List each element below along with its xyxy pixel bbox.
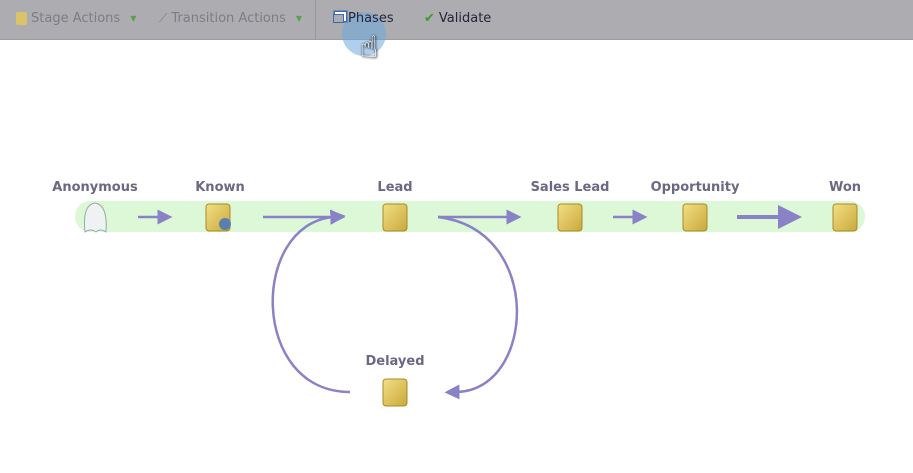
validate-button[interactable]: ✔ Validate: [424, 11, 491, 26]
click-highlight: [342, 12, 386, 56]
box-icon[interactable]: [382, 378, 408, 407]
dropdown-arrow-icon: ▼: [295, 14, 303, 23]
ghost-icon[interactable]: [84, 202, 107, 233]
stage-actions-label: Stage Actions: [31, 11, 121, 26]
check-icon: ✔: [424, 11, 435, 26]
stage-label-won: Won: [828, 180, 862, 195]
box-icon[interactable]: [832, 203, 858, 232]
toolbar-divider: [315, 0, 316, 39]
phases-icon: [333, 14, 344, 23]
hand-cursor-icon: ☝: [360, 30, 379, 65]
dropdown-arrow-icon: ▼: [130, 14, 137, 23]
phases-button[interactable]: Phases: [333, 11, 394, 26]
stage-label-opportunity: Opportunity: [650, 180, 740, 195]
stage-actions-button[interactable]: Stage Actions ▼: [16, 11, 136, 26]
box-icon[interactable]: [682, 203, 708, 232]
stage-label-anonymous: Anonymous: [52, 180, 138, 195]
people-icon: [219, 218, 231, 230]
box-icon: [16, 12, 27, 25]
stage-label-delayed: Delayed: [365, 354, 425, 369]
transition-actions-button[interactable]: ⟋ Transition Actions ▼: [159, 11, 302, 26]
stage-label-known: Known: [195, 180, 245, 195]
toolbar: Stage Actions ▼ ⟋ Transition Actions ▼ P…: [0, 0, 913, 56]
phases-label: Phases: [348, 11, 394, 26]
box-icon[interactable]: [557, 203, 583, 232]
transition-actions-label: Transition Actions: [171, 11, 286, 26]
delayed-to-lead-arrow[interactable]: [271, 209, 351, 394]
stage-label-sales-lead: Sales Lead: [530, 180, 610, 195]
box-icon[interactable]: [382, 203, 408, 232]
lead-to-delayed-arrow[interactable]: [437, 215, 519, 400]
stage-label-lead: Lead: [377, 180, 413, 195]
transition-line-icon: ⟋: [159, 11, 168, 25]
validate-label: Validate: [438, 11, 492, 26]
